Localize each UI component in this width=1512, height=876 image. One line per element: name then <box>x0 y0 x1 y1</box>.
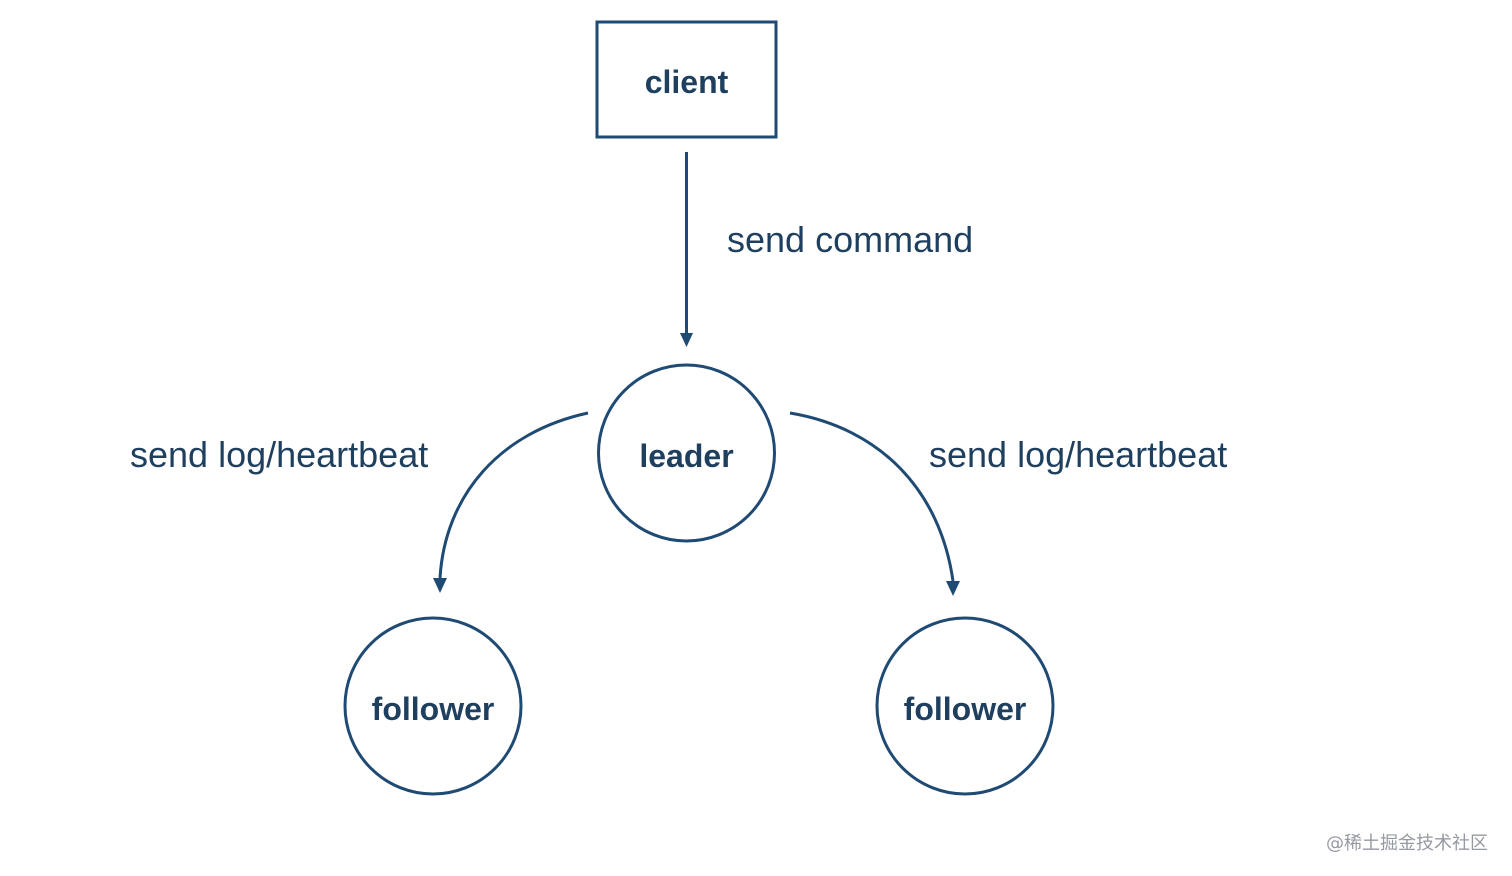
left-follower-node: follower <box>343 616 523 796</box>
client-to-leader-arrowhead <box>680 333 693 347</box>
right-follower-node: follower <box>875 616 1055 796</box>
leader-circle <box>597 363 776 543</box>
left-follower-label: follower <box>372 691 495 727</box>
leader-label: leader <box>639 438 733 474</box>
client-label: client <box>645 64 729 100</box>
left-follower-circle <box>343 616 523 796</box>
send-command-label: send command <box>727 219 973 260</box>
right-follower-circle <box>875 616 1055 796</box>
leader-to-right-follower-arrowhead <box>946 581 960 596</box>
leader-to-right-follower-edge: send log/heartbeat <box>789 411 1227 596</box>
left-send-log-heartbeat-label: send log/heartbeat <box>130 434 428 475</box>
client-node: client <box>595 20 778 139</box>
right-send-log-heartbeat-label: send log/heartbeat <box>929 434 1227 475</box>
client-box <box>595 20 778 139</box>
leader-node: leader <box>597 363 776 543</box>
client-to-leader-edge: send command <box>680 152 973 347</box>
leader-to-left-follower-edge: send log/heartbeat <box>130 411 589 593</box>
leader-to-left-follower-arrowhead <box>433 578 447 593</box>
leader-to-left-follower-curve <box>438 411 589 579</box>
watermark-text: @稀土掘金技术社区 <box>1326 833 1488 854</box>
right-follower-label: follower <box>904 691 1027 727</box>
leader-to-right-follower-curve <box>789 411 955 582</box>
